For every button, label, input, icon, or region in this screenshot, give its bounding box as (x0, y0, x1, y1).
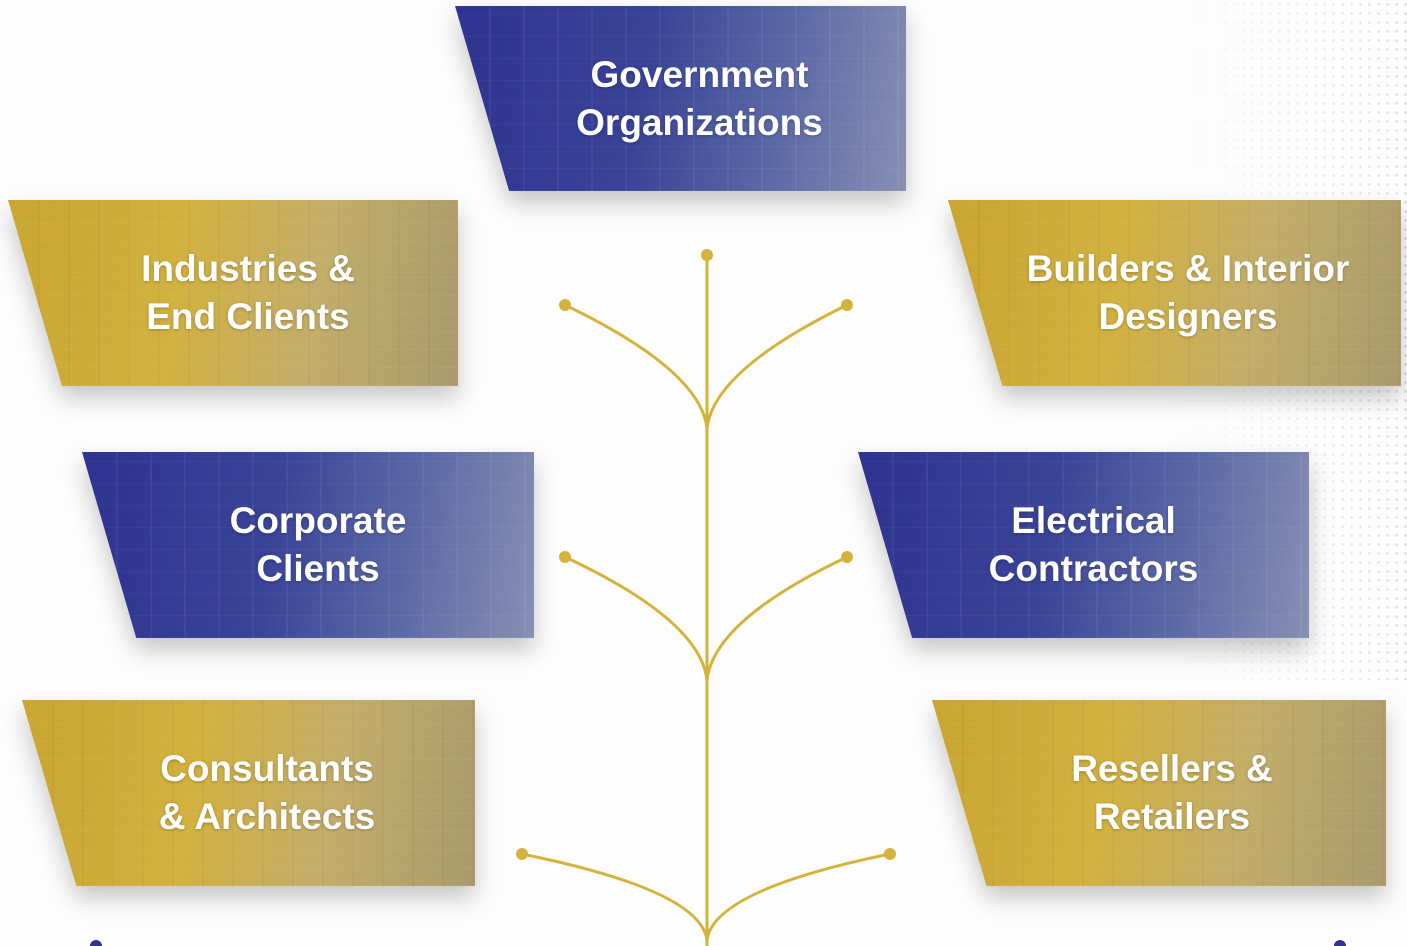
card-label-line-1: Consultants (160, 748, 374, 789)
card-label-line-2: Clients (256, 548, 380, 589)
card-government-organizations[interactable]: Government Organizations (455, 6, 906, 191)
card-label: Government Organizations (493, 6, 906, 191)
node-left-middle (559, 551, 571, 563)
card-label: Electrical Contractors (868, 452, 1319, 638)
branch-right-middle (705, 555, 849, 682)
card-label-line-2: Retailers (1093, 796, 1251, 837)
card-label-line-2: End Clients (146, 296, 350, 337)
branch-right-bottom (705, 852, 892, 942)
card-label-line-1: Resellers & (1071, 748, 1273, 789)
card-label-line-1: Government (590, 53, 809, 95)
branch-right-top (705, 303, 849, 430)
card-photo-background (82, 452, 534, 638)
card-label-line-2: & Architects (158, 796, 376, 837)
card-consultants-architects[interactable]: Consultants & Architects (22, 700, 475, 886)
card-photo-background (8, 200, 458, 386)
card-label: Consultants & Architects (32, 700, 502, 886)
card-label: Industries & End Clients (18, 200, 478, 386)
node-right-top (841, 299, 853, 311)
card-label: Resellers & Retailers (942, 700, 1402, 886)
navy-dot-right (1334, 940, 1346, 946)
branch-left-bottom (520, 852, 709, 942)
node-left-top (559, 299, 571, 311)
card-photo-background (22, 700, 475, 886)
card-label-line-2: Organizations (576, 101, 823, 143)
card-label-line-1: Industries & (141, 248, 355, 289)
card-label-line-1: Corporate (229, 500, 407, 541)
branch-left-top (563, 303, 709, 430)
navy-dot-left (90, 940, 102, 946)
node-left-bottom (516, 848, 528, 860)
card-label-line-2: Contractors (988, 548, 1199, 589)
branch-left-middle (563, 555, 709, 682)
card-photo-background (455, 6, 906, 191)
node-right-bottom (884, 848, 896, 860)
card-corporate-clients[interactable]: Corporate Clients (82, 452, 534, 638)
card-label-line-2: Designers (1098, 296, 1278, 337)
node-right-middle (841, 551, 853, 563)
card-resellers-retailers[interactable]: Resellers & Retailers (932, 700, 1386, 886)
card-photo-background (948, 200, 1401, 386)
card-photo-background (858, 452, 1309, 638)
card-photo-background (932, 700, 1386, 886)
card-electrical-contractors[interactable]: Electrical Contractors (858, 452, 1309, 638)
card-label: Corporate Clients (92, 452, 544, 638)
card-builders-interior-designers[interactable]: Builders & Interior Designers (948, 200, 1401, 386)
card-label-line-1: Builders & Interior (1026, 248, 1350, 289)
card-label-line-1: Electrical (1011, 500, 1176, 541)
card-label: Builders & Interior Designers (958, 200, 1407, 386)
card-industries-end-clients[interactable]: Industries & End Clients (8, 200, 458, 386)
node-top (701, 249, 713, 261)
